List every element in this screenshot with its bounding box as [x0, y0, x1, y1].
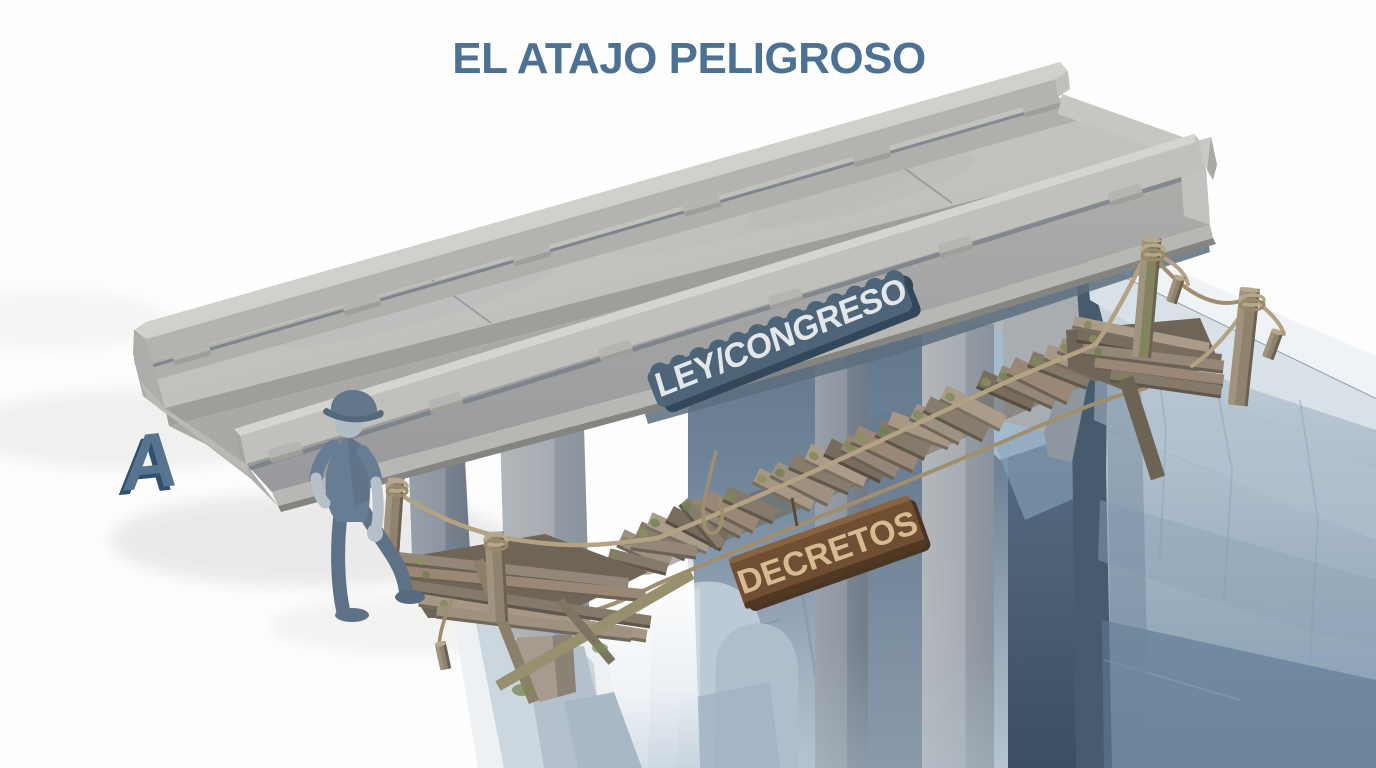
svg-text:A: A	[116, 418, 177, 512]
svg-text:A: A	[120, 414, 181, 508]
svg-text:EL ATAJO PELIGROSO: EL ATAJO PELIGROSO	[452, 34, 925, 83]
